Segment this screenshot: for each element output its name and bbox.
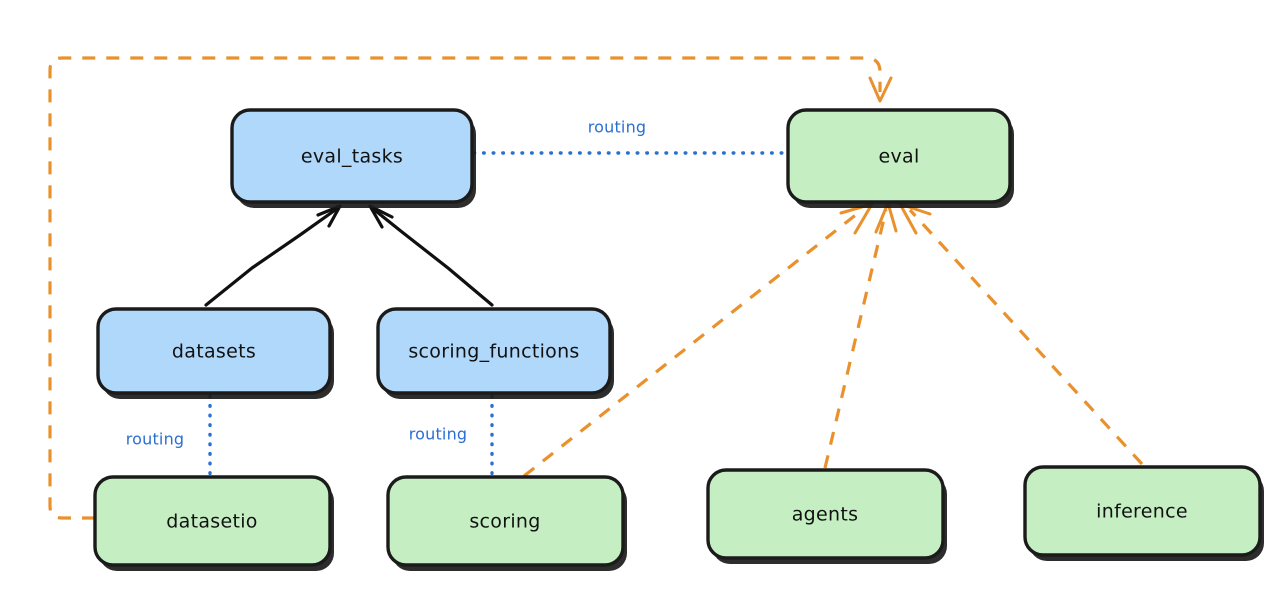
node-body (1023, 465, 1262, 557)
edge-scoring-functions-to-eval-tasks (368, 204, 494, 307)
node-datasets[interactable]: datasets (96, 307, 334, 399)
edge-datasetio-to-eval (48, 56, 893, 520)
node-label: eval_tasks (301, 146, 403, 168)
arrow-head (839, 202, 874, 235)
node-scoring[interactable]: scoring (386, 475, 627, 571)
node-datasetio[interactable]: datasetio (93, 475, 334, 571)
edge-inference-to-eval (898, 202, 1144, 466)
node-label: agents (792, 504, 859, 526)
arrow-head (868, 76, 893, 103)
node-label: datasetio (166, 511, 257, 533)
node-scoring-functions[interactable]: scoring_functions (376, 307, 614, 399)
edge-group-routing-dotted (208, 151, 788, 476)
edge-line (823, 209, 888, 469)
node-body (96, 307, 332, 395)
edge-line (204, 206, 340, 307)
node-agents[interactable]: agents (706, 468, 947, 564)
node-label: scoring_functions (408, 341, 579, 363)
node-body (376, 307, 612, 395)
node-eval[interactable]: eval (786, 108, 1014, 208)
node-body (230, 108, 474, 204)
edge-label-routing-datasets-datasetio: routing (126, 430, 185, 449)
node-body (93, 475, 332, 567)
node-eval-tasks[interactable]: eval_tasks (230, 108, 476, 208)
node-label: datasets (172, 341, 256, 363)
edge-agents-to-eval (823, 201, 898, 469)
edge-line (48, 56, 882, 520)
edge-label-routing-scoring-functions-scoring: routing (409, 425, 468, 444)
edge-line (908, 208, 1144, 466)
edge-group-dependency-dashed (48, 56, 1144, 520)
node-inference[interactable]: inference (1023, 465, 1264, 561)
edge-line (370, 206, 494, 307)
node-label: eval (878, 146, 919, 168)
node-label: scoring (469, 511, 540, 533)
node-body (386, 475, 625, 567)
edge-datasets-to-eval-tasks (204, 204, 342, 307)
edge-label-routing-eval-tasks-eval: routing (588, 118, 647, 137)
node-label: inference (1096, 501, 1188, 523)
edge-group-solid (204, 204, 494, 307)
node-body (706, 468, 945, 560)
node-body (786, 108, 1012, 204)
